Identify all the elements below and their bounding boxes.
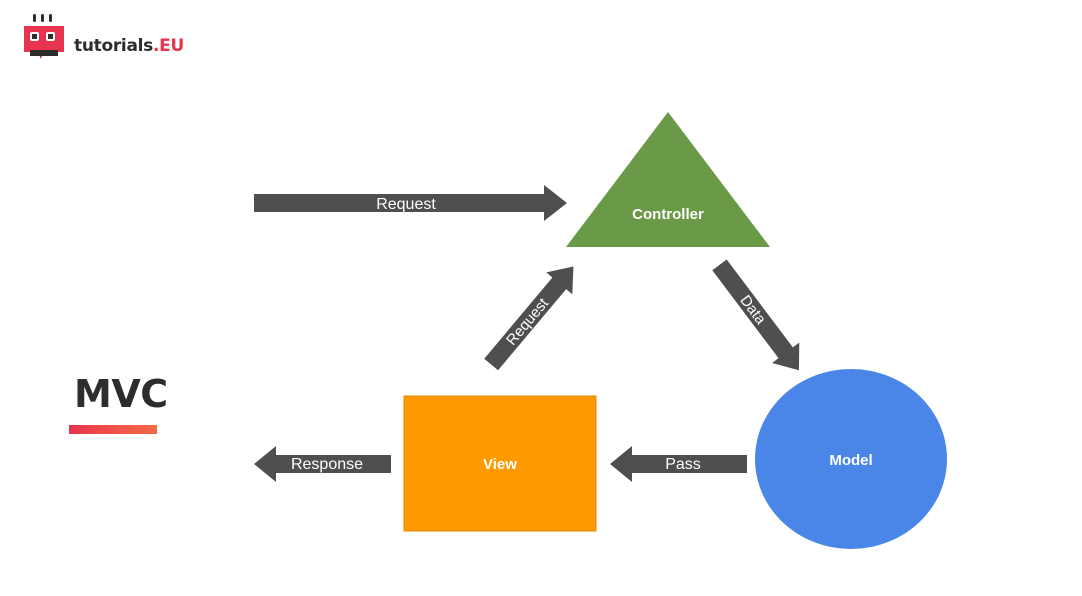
outgoing-response-label: Response — [291, 456, 363, 473]
view-to-controller-arrow: Request — [484, 266, 574, 371]
title-underline — [69, 425, 157, 434]
model-to-view-label: Pass — [665, 456, 701, 473]
model-label: Model — [829, 452, 872, 469]
view-label: View — [483, 456, 517, 473]
tutorials-eu-logo: tutorials.EU — [22, 14, 184, 64]
logo-name: tutorials — [74, 36, 153, 56]
logo-icon — [24, 14, 64, 59]
logo-wordmark: tutorials.EU — [74, 36, 184, 56]
controller-to-model-arrow: Data — [712, 259, 800, 371]
page-title: MVC — [74, 372, 168, 416]
model-node: Model — [755, 369, 947, 549]
controller-label: Controller — [632, 206, 704, 223]
controller-node: Controller — [566, 112, 770, 247]
outgoing-response-arrow: Response — [254, 446, 391, 482]
view-node: View — [403, 395, 597, 532]
incoming-request-arrow: Request — [254, 185, 567, 221]
logo-suffix: .EU — [152, 36, 184, 56]
view-to-controller-label: Request — [503, 294, 552, 348]
incoming-request-label: Request — [376, 196, 436, 213]
model-to-view-arrow: Pass — [610, 446, 747, 482]
